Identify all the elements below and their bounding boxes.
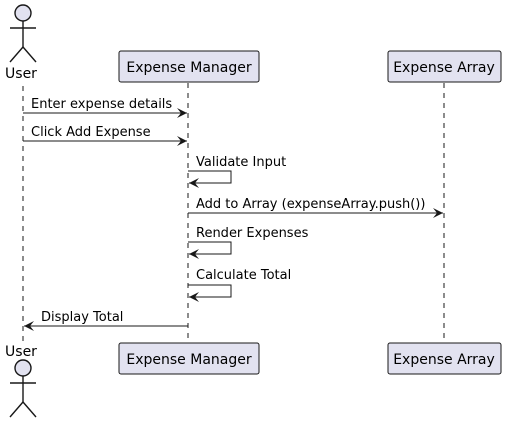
self-message-arrow	[188, 241, 232, 259]
message-display-total: Display Total	[24, 310, 188, 331]
participant-expense-array-bottom: Expense Array	[387, 342, 502, 375]
actor-user-bottom: User	[5, 344, 37, 418]
actor-label-bottom: User	[5, 344, 37, 360]
participant-label: Expense Array	[393, 60, 495, 76]
message-label: Validate Input	[196, 155, 286, 170]
self-message-arrow	[188, 170, 232, 188]
message-render-expenses: Render Expenses	[188, 226, 309, 259]
actor-stick-figure-icon	[9, 4, 37, 63]
message-label: Display Total	[41, 310, 123, 325]
actor-stick-figure-icon	[9, 359, 37, 418]
message-click-add-expense: Click Add Expense	[23, 125, 187, 146]
message-add-to-array: Add to Array (expenseArray.push())	[188, 197, 443, 218]
participant-expense-array-top: Expense Array	[387, 50, 502, 83]
self-message-arrow	[188, 284, 232, 302]
participant-label: Expense Array	[393, 352, 495, 368]
actor-user-top: User	[5, 4, 37, 82]
actor-label-top: User	[5, 66, 37, 82]
participant-expense-manager-bottom: Expense Manager	[118, 342, 260, 375]
message-enter-expense-details: Enter expense details	[23, 97, 187, 118]
message-label: Enter expense details	[31, 97, 172, 112]
participant-expense-manager-top: Expense Manager	[118, 50, 260, 83]
message-calculate-total: Calculate Total	[188, 268, 291, 302]
message-label: Click Add Expense	[31, 125, 151, 140]
participant-label: Expense Manager	[126, 352, 251, 368]
participant-label: Expense Manager	[126, 60, 251, 76]
message-label: Add to Array (expenseArray.push())	[196, 197, 425, 212]
message-label: Render Expenses	[196, 226, 309, 241]
message-label: Calculate Total	[196, 268, 291, 283]
message-validate-input: Validate Input	[188, 155, 286, 188]
